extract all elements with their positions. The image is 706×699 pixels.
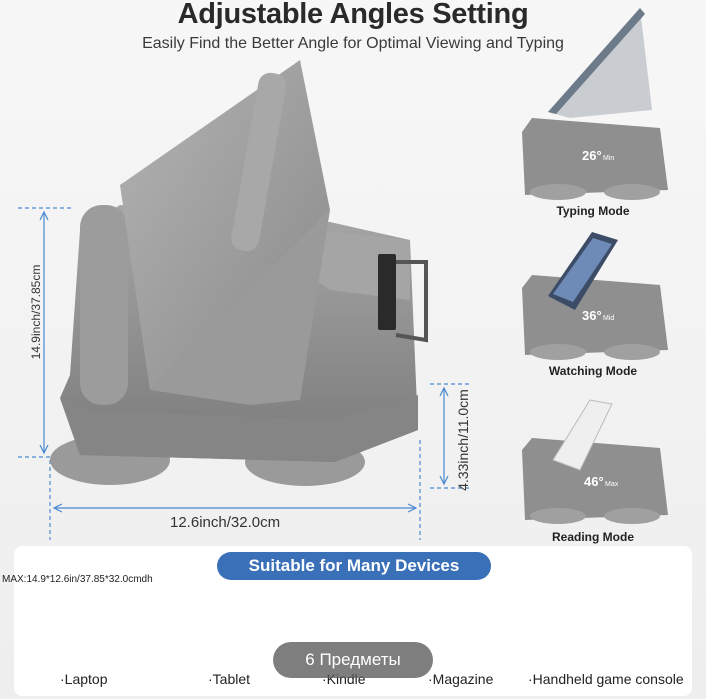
reading-mode-label: Reading Mode xyxy=(551,530,634,544)
reading-angle-tag: Max xyxy=(605,481,619,488)
height-dimension-line xyxy=(18,207,72,458)
typing-mode-image: 26° Min xyxy=(522,8,668,200)
height-dimension-line-right xyxy=(430,383,470,489)
height-dimension-label-right: 4.33inch/11.0cm xyxy=(455,389,471,491)
page-subtitle: Easily Find the Better Angle for Optimal… xyxy=(142,35,564,52)
width-dimension-label: 12.6inch/32.0cm xyxy=(170,514,281,531)
watching-mode-image: 36° Mid xyxy=(522,232,668,360)
typing-angle: 26° xyxy=(582,148,602,163)
device-label-game-console: ·Handheld game console xyxy=(528,671,684,687)
max-size-label: MAX:14.9*12.6in/37.85*32.0cmdh xyxy=(2,574,153,585)
device-label-laptop: ·Laptop xyxy=(60,671,108,687)
watching-mode-label: Watching Mode xyxy=(548,364,638,378)
pillow-stand-main xyxy=(50,60,428,486)
device-label-tablet: ·Tablet xyxy=(208,671,251,687)
watching-angle-tag: Mid xyxy=(603,315,614,322)
reading-angle: 46° xyxy=(584,474,604,489)
watching-angle: 36° xyxy=(582,308,602,323)
typing-mode-label: Typing Mode xyxy=(556,204,630,218)
width-dimension-line xyxy=(49,440,421,540)
items-count-badge[interactable]: 6 Предметы xyxy=(273,642,433,678)
device-label-magazine: ·Magazine xyxy=(428,671,494,687)
devices-heading: Suitable for Many Devices xyxy=(217,552,491,580)
typing-angle-tag: Min xyxy=(603,155,614,162)
page-title: Adjustable Angles Setting xyxy=(177,0,529,30)
reading-mode-image: 46° Max xyxy=(522,399,668,524)
height-dimension-label-left: 14.9inch/37.85cm xyxy=(29,264,43,360)
